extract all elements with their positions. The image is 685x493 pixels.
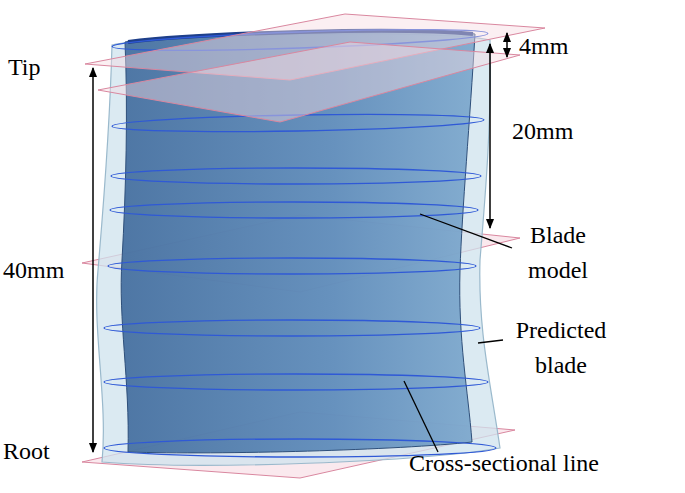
dimension-arrow <box>92 68 94 452</box>
part-label: Cross-sectional line <box>409 446 599 481</box>
part-label: Blade model <box>516 218 600 288</box>
leader-line <box>478 340 503 343</box>
dimension-label: 20mm <box>512 114 573 149</box>
tip-label: Tip <box>8 50 40 85</box>
section-plane <box>98 42 520 122</box>
part-label: Predicted blade <box>505 313 617 383</box>
leader-line <box>420 214 512 248</box>
dimension-arrow <box>506 33 508 57</box>
dimension-label: 4mm <box>519 29 568 64</box>
leader-line <box>404 381 438 452</box>
root-label: Root <box>3 434 50 469</box>
dimension-arrow <box>489 44 491 228</box>
dimension-label: 40mm <box>3 253 64 288</box>
